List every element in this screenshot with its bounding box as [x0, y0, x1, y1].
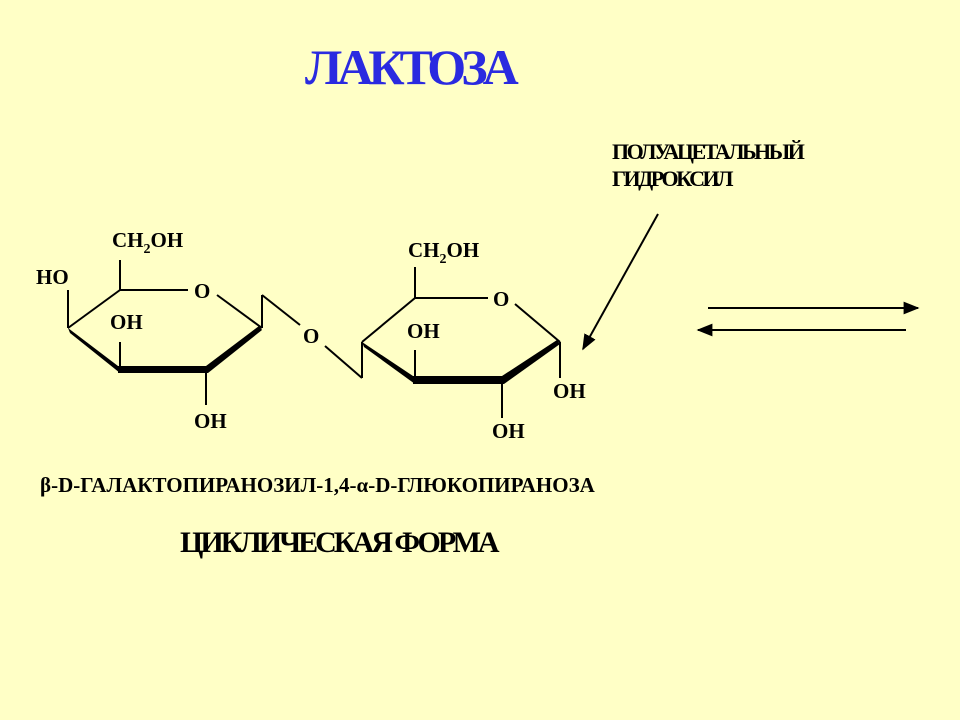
glucose-hemiacetal-oh-label: OH — [553, 379, 586, 403]
galactose-oh-c2-label: OH — [194, 409, 227, 433]
glycosidic-oxygen: O — [303, 324, 319, 348]
form-label: ЦИКЛИЧЕСКАЯ ФОРМА — [180, 526, 500, 559]
galactose-bold-bond-left — [68, 328, 120, 373]
glycosidic-bridge — [324, 342, 363, 379]
galactose-ho-label: HO — [36, 265, 69, 289]
pointer-arrow-icon — [582, 213, 659, 351]
glucose-bold-bond-left — [362, 342, 415, 384]
page-title: ЛАКТОЗА — [305, 39, 519, 95]
annotation-line-2: ГИДРОКСИЛ — [612, 166, 733, 191]
glucose-ring-oxygen: O — [493, 287, 509, 311]
annotation-line-1: ПОЛУАЦЕТАЛЬНЫЙ — [612, 139, 805, 164]
alpha-symbol: α — [356, 473, 369, 497]
glucose-ch2oh-label: CH2OH — [408, 238, 479, 267]
galactose-ring — [67, 260, 301, 405]
galactose-ring-oxygen: O — [194, 279, 210, 303]
galactose-bold-bond-right — [206, 326, 262, 373]
glucose-ring — [361, 267, 561, 418]
systematic-name-caption: β-D-ГАЛАКТОПИРАНОЗИЛ-1,4-α-D-ГЛЮКОПИРАНО… — [40, 473, 595, 497]
glucose-oh-c2-label: OH — [492, 419, 525, 443]
beta-symbol: β — [40, 473, 52, 497]
equilibrium-arrows-icon — [696, 301, 920, 337]
glucose-bold-bond-right — [502, 340, 560, 384]
galactose-bold-bond-bottom — [118, 366, 208, 373]
glucose-bold-bond-bottom — [413, 376, 504, 384]
galactose-oh-c3-label: OH — [110, 310, 143, 334]
galactose-ch2oh-label: CH2OH — [112, 228, 183, 257]
glucose-oh-c3-label: OH — [407, 319, 440, 343]
